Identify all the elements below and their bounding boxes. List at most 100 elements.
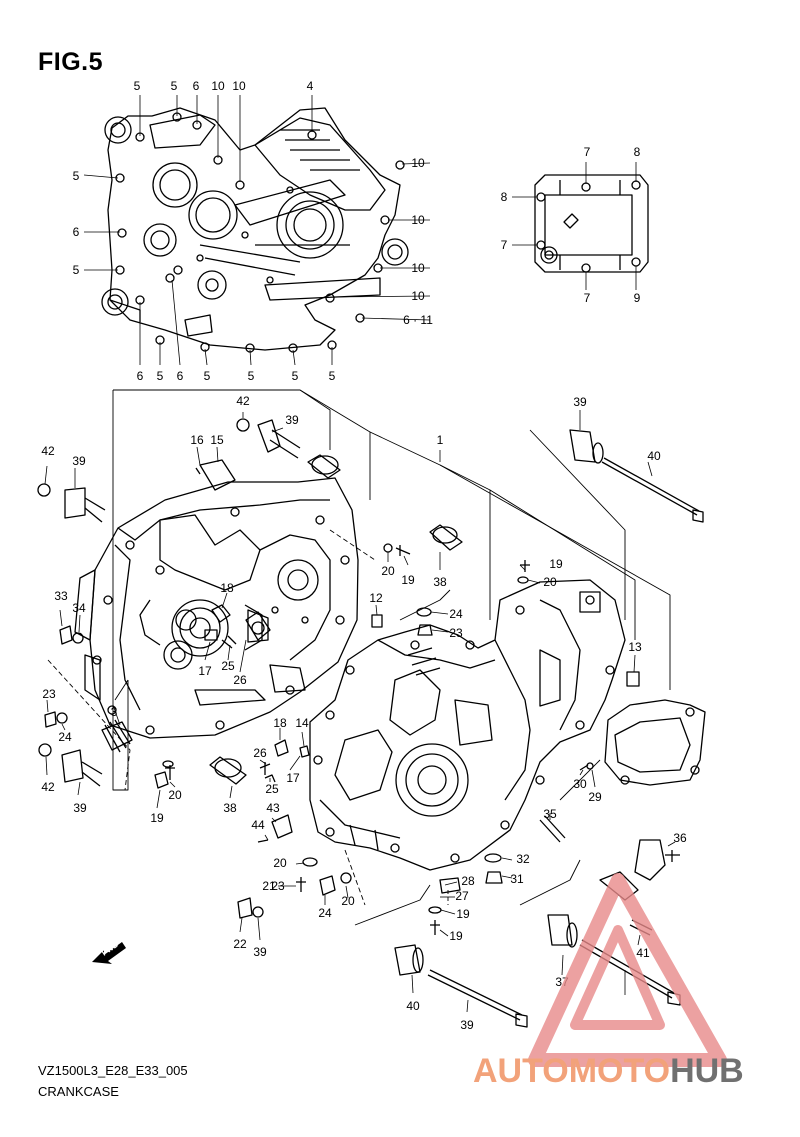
callout-number: 7 bbox=[584, 291, 591, 305]
callout-number: 31 bbox=[510, 872, 524, 886]
callout-number: 40 bbox=[406, 999, 420, 1013]
long-bolts bbox=[427, 457, 704, 1028]
callout-number: 29 bbox=[588, 790, 602, 804]
leader-lines bbox=[44, 95, 676, 1013]
cover-plate bbox=[534, 174, 649, 273]
callout-number: 10 bbox=[411, 156, 425, 170]
callout-number: 41 bbox=[636, 946, 650, 960]
callout-number: 24 bbox=[449, 607, 463, 621]
callout-number: 8 bbox=[501, 190, 508, 204]
callout-number: 39 bbox=[285, 413, 299, 427]
callout-number: 1 bbox=[437, 433, 444, 447]
callout-number: 19 bbox=[401, 573, 415, 587]
callout-number: 40 bbox=[647, 449, 661, 463]
callout-number: 39 bbox=[73, 801, 87, 815]
callout-number: 34 bbox=[72, 601, 86, 615]
callout-number: 13 bbox=[628, 640, 642, 654]
callout-number: 23 bbox=[271, 879, 285, 893]
callout-number: 27 bbox=[455, 889, 469, 903]
callout-number: 6 bbox=[193, 79, 200, 93]
callout-number: 25 bbox=[265, 782, 279, 796]
callout-number: 18 bbox=[273, 716, 287, 730]
callout-number: 15 bbox=[210, 433, 224, 447]
reference-lines bbox=[47, 389, 671, 926]
callout-number: 20 bbox=[543, 575, 557, 589]
callout-number: 10 bbox=[232, 79, 246, 93]
callout-number: 25 bbox=[221, 659, 235, 673]
callout-number: 35 bbox=[543, 807, 557, 821]
callout-number: 4 bbox=[307, 79, 314, 93]
callout-number: 7 bbox=[584, 145, 591, 159]
callout-number: 39 bbox=[72, 454, 86, 468]
callout-number: 20 bbox=[381, 564, 395, 578]
callout-number: 6 bbox=[73, 225, 80, 239]
callout-number: 24 bbox=[58, 730, 72, 744]
watermark-text: AUTOMOTOHUB bbox=[473, 1052, 744, 1090]
callout-number: 19 bbox=[549, 557, 563, 571]
model-code: VZ1500L3_E28_E33_005 bbox=[38, 1063, 188, 1078]
left-crankcase bbox=[74, 477, 359, 739]
watermark-triangle-icon bbox=[528, 873, 727, 1067]
callout-number: 19 bbox=[449, 929, 463, 943]
callout-number: 10 bbox=[411, 289, 425, 303]
watermark-logo bbox=[528, 873, 727, 1067]
callout-number: 10 bbox=[411, 213, 425, 227]
callout-number: 32 bbox=[516, 852, 530, 866]
callout-number: 10 bbox=[211, 79, 225, 93]
callout-number: 5 bbox=[248, 369, 255, 383]
callout-number: 8 bbox=[634, 145, 641, 159]
callout-number: 17 bbox=[198, 664, 212, 678]
callout-number: 44 bbox=[251, 818, 265, 832]
callout-number: 19 bbox=[150, 811, 164, 825]
callout-number: 36 bbox=[673, 831, 687, 845]
callout-number: 16 bbox=[190, 433, 204, 447]
callout-number: 39 bbox=[573, 395, 587, 409]
small-hardware bbox=[37, 418, 680, 936]
callout-number: 5 bbox=[204, 369, 211, 383]
watermark-text-hub: HUB bbox=[670, 1052, 744, 1090]
callout-number: 42 bbox=[236, 394, 250, 408]
callout-number: 5 bbox=[171, 79, 178, 93]
crankcase-top-view bbox=[101, 107, 409, 353]
callout-number: 9 bbox=[634, 291, 641, 305]
callout-number: 12 bbox=[369, 591, 383, 605]
callout-number: 5 bbox=[134, 79, 141, 93]
callout-number: 22 bbox=[233, 937, 247, 951]
watermark-text-auto: AUTOMOTO bbox=[473, 1052, 670, 1090]
callout-number: 28 bbox=[461, 874, 475, 888]
callout-number: 20 bbox=[273, 856, 287, 870]
callout-number: 5 bbox=[73, 263, 80, 277]
callout-number: 10 bbox=[411, 261, 425, 275]
callout-number: 42 bbox=[41, 780, 55, 794]
callout-number: 5 bbox=[329, 369, 336, 383]
callout-number: 3 bbox=[111, 705, 118, 719]
callout-number: 26 bbox=[233, 673, 247, 687]
callout-number: 6 bbox=[137, 369, 144, 383]
forward-arrow-icon bbox=[92, 942, 126, 964]
callout-number: 24 bbox=[318, 906, 332, 920]
callout-number: 17 bbox=[286, 771, 300, 785]
callout-number: 30 bbox=[573, 777, 587, 791]
callout-number: 5 bbox=[73, 169, 80, 183]
callout-number: 20 bbox=[341, 894, 355, 908]
callout-number: 38 bbox=[433, 575, 447, 589]
bearings-sleeves bbox=[175, 454, 640, 785]
callout-number: 6 · 11 bbox=[403, 313, 433, 327]
callout-number: 42 bbox=[41, 444, 55, 458]
callout-number: 18 bbox=[220, 581, 234, 595]
callout-number: 5 bbox=[157, 369, 164, 383]
callout-number: 14 bbox=[295, 716, 309, 730]
callout-number: 39 bbox=[253, 945, 267, 959]
callout-number: 33 bbox=[54, 589, 68, 603]
callout-number: 6 bbox=[177, 369, 184, 383]
callout-number: 7 bbox=[501, 238, 508, 252]
callout-number: 38 bbox=[223, 801, 237, 815]
right-crankcase bbox=[309, 579, 626, 871]
callout-number: 19 bbox=[456, 907, 470, 921]
callout-number: 21 bbox=[262, 879, 276, 893]
callout-number: 5 bbox=[292, 369, 299, 383]
callout-number: 23 bbox=[42, 687, 56, 701]
